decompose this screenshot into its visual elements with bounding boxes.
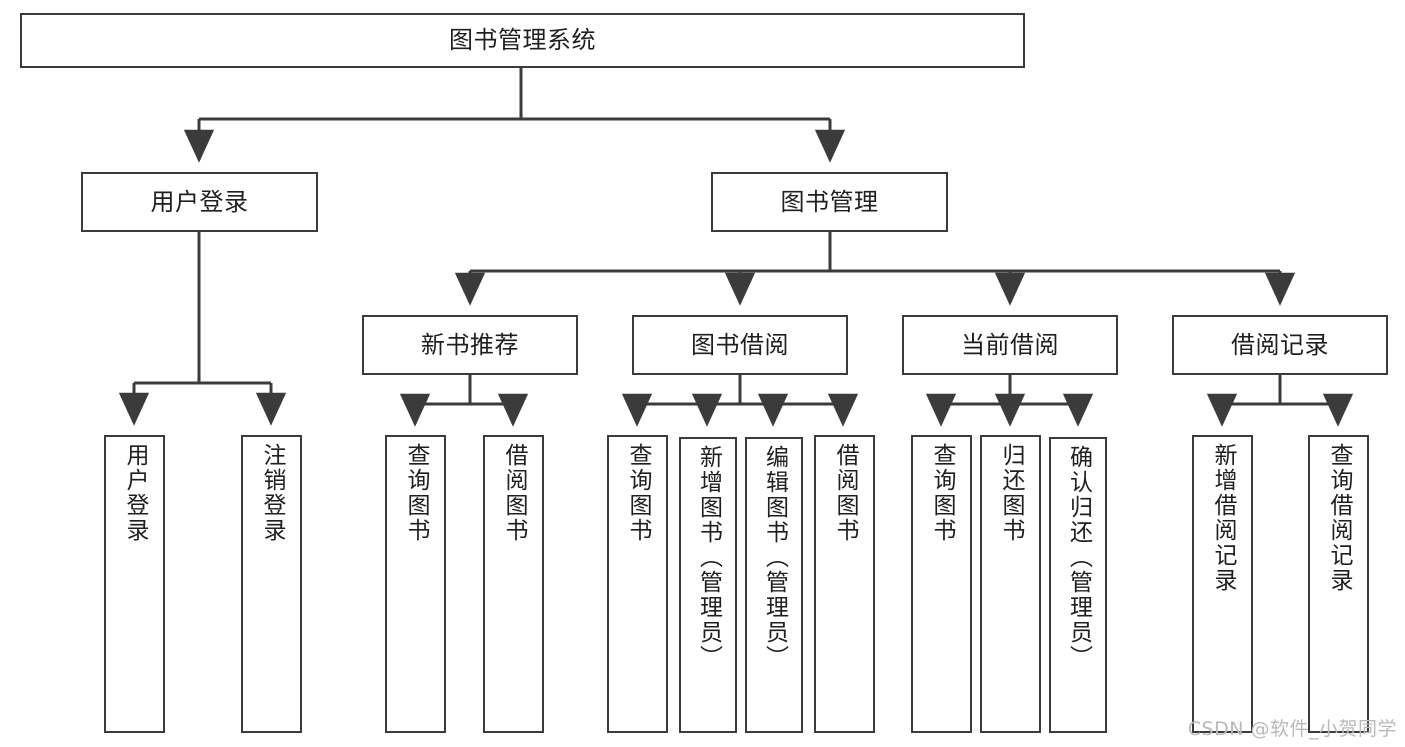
node-label: 图书管理 bbox=[780, 187, 879, 216]
leaf-add-book-admin[interactable]: 新增图书（管理员） bbox=[679, 437, 737, 733]
leaf-user-logout[interactable]: 注销登录 bbox=[241, 435, 302, 733]
leaf-confirm-return-admin[interactable]: 确认归还（管理员） bbox=[1049, 437, 1107, 733]
node-label: 查询图书 bbox=[625, 443, 651, 543]
watermark-text: CSDN @软件_小贺同学 bbox=[1187, 718, 1397, 740]
node-book-borrow[interactable]: 图书借阅 bbox=[632, 315, 848, 375]
node-new-book-recommend[interactable]: 新书推荐 bbox=[362, 315, 578, 375]
node-label: 新增借阅记录 bbox=[1210, 443, 1236, 593]
leaf-edit-book-admin[interactable]: 编辑图书（管理员） bbox=[745, 437, 803, 733]
leaf-user-login[interactable]: 用户登录 bbox=[104, 435, 165, 733]
node-label: 查询图书 bbox=[403, 443, 429, 543]
node-label: 当前借阅 bbox=[961, 330, 1059, 359]
node-label: 编辑图书（管理员） bbox=[761, 445, 788, 670]
leaf-borrow-book-recommend[interactable]: 借阅图书 bbox=[483, 435, 544, 733]
node-label: 新书推荐 bbox=[421, 330, 519, 359]
leaf-borrow-book[interactable]: 借阅图书 bbox=[814, 435, 875, 733]
node-label: 图书管理系统 bbox=[449, 26, 596, 55]
node-label: 用户登录 bbox=[122, 443, 148, 543]
node-current-borrow[interactable]: 当前借阅 bbox=[902, 315, 1118, 375]
leaf-query-borrow-record[interactable]: 查询借阅记录 bbox=[1308, 435, 1369, 733]
node-label: 图书借阅 bbox=[691, 330, 789, 359]
node-label: 借阅图书 bbox=[501, 443, 527, 543]
leaf-query-book-current[interactable]: 查询图书 bbox=[911, 435, 972, 733]
leaf-return-book[interactable]: 归还图书 bbox=[980, 435, 1041, 733]
leaf-query-book-recommend[interactable]: 查询图书 bbox=[385, 435, 446, 733]
node-book-management[interactable]: 图书管理 bbox=[711, 172, 948, 232]
node-user-login[interactable]: 用户登录 bbox=[81, 172, 318, 232]
node-label: 确认归还（管理员） bbox=[1065, 445, 1092, 670]
node-label: 借阅记录 bbox=[1231, 330, 1329, 359]
node-label: 新增图书（管理员） bbox=[695, 445, 722, 670]
node-label: 归还图书 bbox=[998, 443, 1024, 543]
node-label: 用户登录 bbox=[150, 187, 249, 216]
leaf-query-book-borrow[interactable]: 查询图书 bbox=[607, 435, 668, 733]
node-borrow-record[interactable]: 借阅记录 bbox=[1172, 315, 1388, 375]
leaf-add-borrow-record[interactable]: 新增借阅记录 bbox=[1192, 435, 1253, 733]
node-label: 借阅图书 bbox=[832, 443, 858, 543]
node-label: 注销登录 bbox=[259, 443, 285, 543]
node-label: 查询借阅记录 bbox=[1326, 443, 1352, 593]
node-label: 查询图书 bbox=[929, 443, 955, 543]
node-root-system[interactable]: 图书管理系统 bbox=[20, 13, 1025, 68]
